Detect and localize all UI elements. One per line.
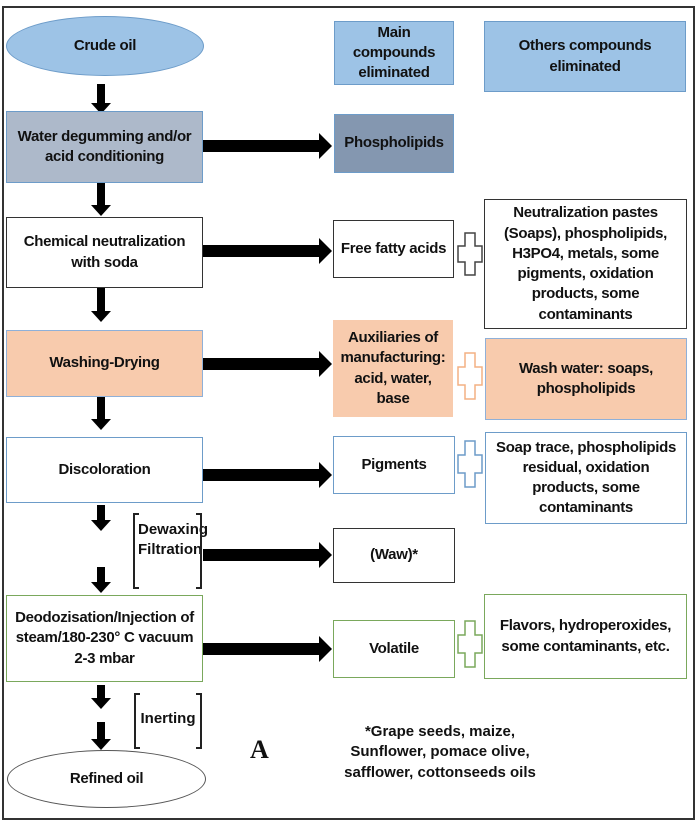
step-deodorization: Deodozisation/Injection of steam/180-230…	[6, 595, 203, 682]
step-refined-oil: Refined oil	[7, 750, 206, 808]
main-pigments: Pigments	[333, 436, 455, 494]
plus-icon	[457, 620, 483, 668]
arrow-down	[91, 397, 111, 430]
other-neutralization-pastes: Neutralization pastes (Soaps), phospholi…	[484, 199, 687, 329]
main-phospholipids: Phospholipids	[334, 114, 454, 173]
bracket-right	[196, 513, 202, 589]
other-flavors: Flavors, hydroperoxides, some contaminan…	[484, 594, 687, 679]
arrow-down	[91, 722, 111, 750]
diagram-frame	[2, 6, 695, 820]
header-main-compounds: Main compounds eliminated	[334, 21, 454, 85]
arrow-right	[203, 542, 332, 568]
step-water-degumming: Water degumming and/or acid conditioning	[6, 111, 203, 183]
arrow-down	[91, 84, 111, 114]
step-washing-drying: Washing-Drying	[6, 330, 203, 397]
bracket-right	[196, 693, 202, 749]
arrow-right	[203, 238, 332, 264]
arrow-down	[91, 288, 111, 322]
step-discoloration: Discoloration	[6, 437, 203, 503]
figure-label: A	[250, 735, 269, 764]
main-auxiliaries: Auxiliaries of manufacturing: acid, wate…	[333, 320, 453, 417]
bracket-left	[133, 513, 139, 589]
plus-icon	[457, 232, 483, 276]
main-waw: (Waw)*	[333, 528, 455, 583]
step-crude-oil: Crude oil	[6, 16, 204, 76]
step-chemical-neutralization: Chemical neutralization with soda	[6, 217, 203, 288]
step-dewaxing-filtration: Dewaxing Filtration	[138, 521, 209, 559]
header-other-compounds: Others compounds eliminated	[484, 21, 686, 92]
arrow-down	[91, 685, 111, 709]
arrow-down	[91, 183, 111, 216]
main-volatile: Volatile	[333, 620, 455, 678]
arrow-right	[203, 351, 332, 377]
bracket-left	[134, 693, 140, 749]
plus-icon	[457, 440, 483, 488]
footnote: *Grape seeds, maize, Sunflower, pomace o…	[344, 723, 536, 781]
other-soap-trace: Soap trace, phospholipids residual, oxid…	[485, 432, 687, 524]
arrow-right	[203, 133, 332, 159]
arrow-right	[203, 462, 332, 488]
main-free-fatty-acids: Free fatty acids	[333, 220, 454, 278]
arrow-down	[91, 567, 111, 593]
arrow-right	[203, 636, 332, 662]
plus-icon	[457, 352, 483, 400]
step-inerting: Inerting	[140, 710, 196, 727]
arrow-down	[91, 505, 111, 531]
other-wash-water: Wash water: soaps, phospholipids	[485, 338, 687, 420]
